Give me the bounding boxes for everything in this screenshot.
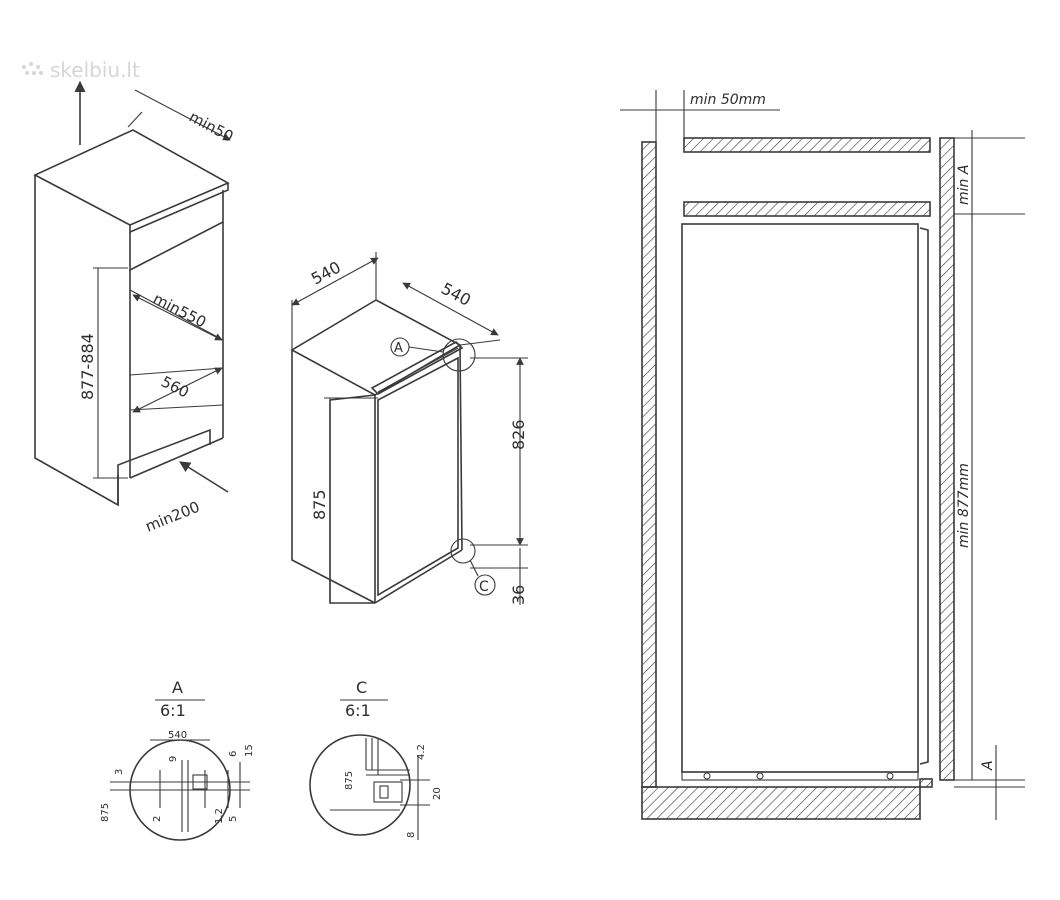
detail-c-title: C (356, 678, 367, 697)
watermark: skelbiu.lt (22, 58, 140, 82)
dim-min-a: min A (956, 165, 972, 205)
dim-height-875: 875 (310, 489, 329, 520)
detail-a-6: 6 (228, 751, 239, 757)
dim-door-826: 826 (509, 419, 528, 450)
detail-a: A 6:1 540 9 6 15 3 875 2 1.2 5 (100, 678, 255, 841)
callout-c-circle (450, 538, 476, 564)
detail-c-circle (309, 734, 411, 836)
dim-top-gap: min 50mm (690, 92, 766, 108)
dim-height-877: min 877mm (956, 463, 972, 548)
dim-bottom-a: A (980, 760, 996, 771)
vent-arrow-icon (179, 461, 229, 493)
cabinet-left-side (34, 175, 119, 507)
detail-c-875: 875 (344, 771, 355, 790)
cabinet-shelf-plate (683, 201, 931, 217)
callout-c-label: C (479, 579, 489, 595)
right-wall (939, 137, 955, 781)
detail-a-5: 5 (228, 816, 239, 822)
detail-a-9: 9 (168, 756, 179, 762)
cabinet-top-plate (683, 137, 931, 153)
niche-isometric-view: min50 877-884 min550 560 min200 (33, 80, 236, 536)
detail-a-2: 2 (152, 816, 163, 822)
detail-a-875: 875 (100, 803, 111, 822)
detail-a-scale: 6:1 (160, 701, 186, 720)
detail-a-3: 3 (114, 769, 125, 775)
detail-c-4-2: 4.2 (416, 744, 427, 760)
dim-top-min50: min50 (186, 108, 236, 146)
detail-a-540: 540 (168, 730, 187, 741)
detail-c-20: 20 (432, 787, 443, 800)
appliance-door (377, 356, 459, 597)
appliance-top (290, 299, 462, 396)
appliance-body (681, 223, 919, 773)
detail-c: C 6:1 4.2 875 20 8 (309, 678, 443, 840)
appliance-isometric-view: 540 540 875 826 36 A C (290, 252, 528, 605)
callout-a-circle (442, 338, 476, 372)
dim-height-877-884: 877-884 (78, 333, 97, 400)
dim-depth-min550: min550 (150, 290, 209, 332)
appliance-door-edge (919, 227, 929, 765)
detail-a-title: A (172, 678, 183, 697)
watermark-text: skelbiu.lt (50, 58, 140, 82)
callout-a-label: A (394, 341, 403, 356)
left-wall (641, 141, 657, 788)
detail-c-scale: 6:1 (345, 701, 371, 720)
dim-width-540: 540 (308, 257, 344, 288)
detail-a-15: 15 (244, 744, 255, 757)
detail-a-1-2: 1.2 (214, 808, 225, 824)
dots-logo-icon (22, 62, 43, 75)
dim-vent-min200: min200 (143, 498, 203, 536)
detail-c-8: 8 (406, 832, 417, 838)
dim-bottom-36: 36 (509, 585, 528, 605)
section-view: min 50mm min A min 877mm A (620, 90, 1025, 820)
cabinet-top (33, 129, 230, 226)
base-plinth (641, 786, 921, 820)
